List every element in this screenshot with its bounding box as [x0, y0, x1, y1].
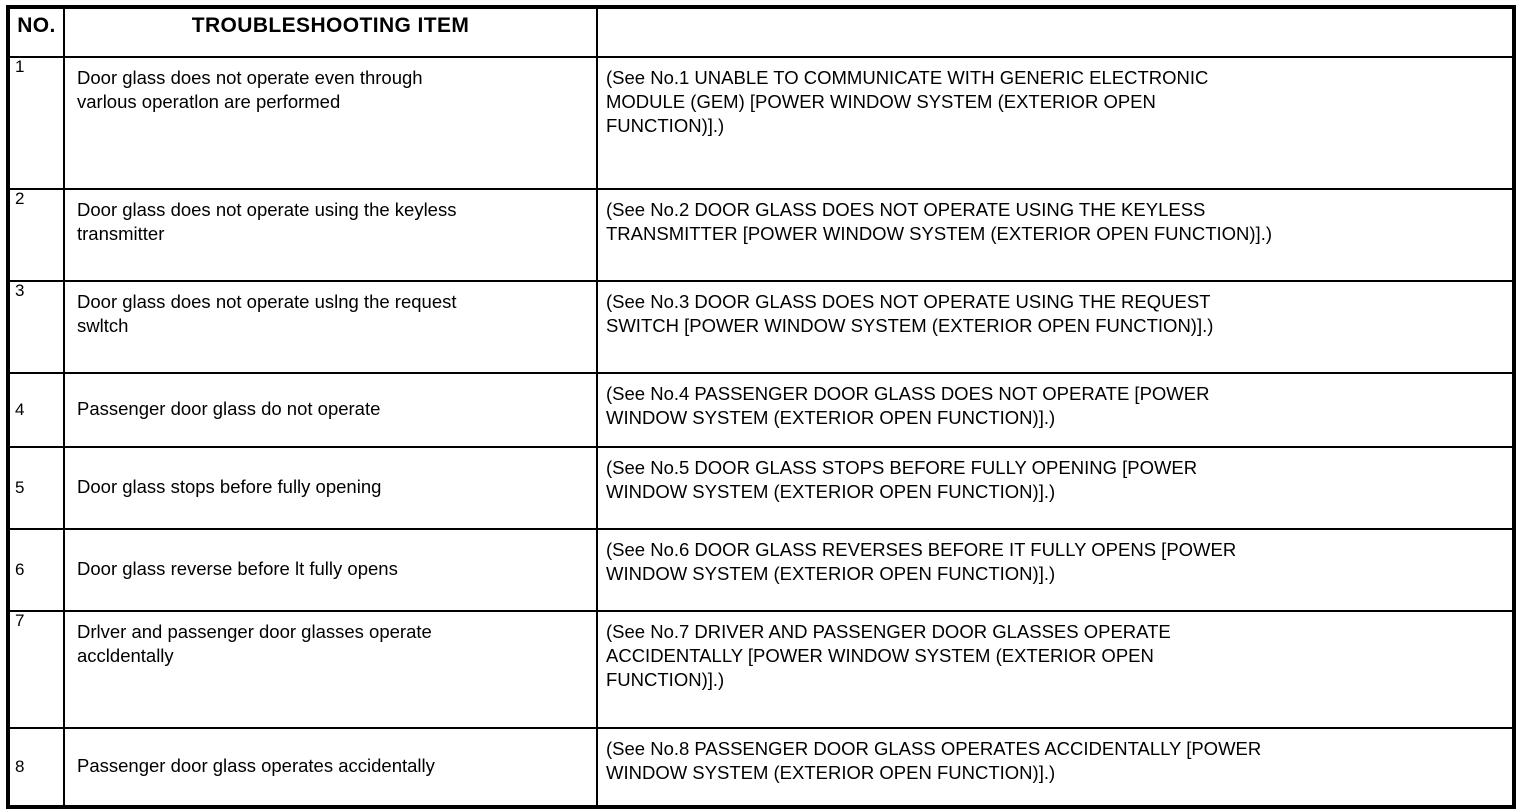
troubleshooting-item-text: Door glass does not operate uslng the re…: [63, 280, 598, 374]
reference-link-text[interactable]: (See No.7 DRIVER AND PASSENGER DOOR GLAS…: [596, 610, 1515, 729]
reference-link-text[interactable]: (See No.8 PASSENGER DOOR GLASS OPERATES …: [596, 727, 1515, 808]
troubleshooting-item-text: Door glass does not operate even through…: [63, 56, 598, 190]
table-row: 2 Door glass does not operate using the k…: [7, 188, 1515, 282]
table-header: NO. TROUBLESHOOTING ITEM: [7, 6, 1515, 58]
row-number: 4: [7, 372, 65, 448]
reference-text-line: (See No.6 DOOR GLASS REVERSES BEFORE IT …: [606, 539, 1237, 560]
reference-text-line: (See No.2 DOOR GLASS DOES NOT OPERATE US…: [606, 199, 1206, 220]
column-header-no: NO.: [7, 6, 65, 58]
column-header-troubleshooting-item: TROUBLESHOOTING ITEM: [63, 6, 598, 58]
reference-text-line: WINDOW SYSTEM (EXTERIOR OPEN FUNCTION)].…: [606, 563, 1056, 585]
reference-text-line: (See No.4 PASSENGER DOOR GLASS DOES NOT …: [606, 383, 1210, 404]
row-number: 6: [7, 528, 65, 612]
reference-text-line: FUNCTION)].): [606, 115, 725, 137]
troubleshooting-item-text: Door glass reverse before lt fully opens: [63, 528, 598, 612]
troubleshooting-item-text: Drlver and passenger door glasses operat…: [63, 610, 598, 729]
reference-link-text[interactable]: (See No.6 DOOR GLASS REVERSES BEFORE IT …: [596, 528, 1515, 612]
troubleshooting-item-text: Door glass does not operate using the ke…: [63, 188, 598, 282]
table-row: 8 Passenger door glass operates accidenta…: [7, 727, 1515, 808]
reference-text-line: WINDOW SYSTEM (EXTERIOR OPEN FUNCTION)].…: [606, 762, 1056, 784]
item-text-line: Passenger door glass do not operate: [77, 397, 381, 419]
row-number: 2: [7, 188, 65, 282]
column-header-reference: [596, 6, 1515, 58]
row-number: 1: [7, 56, 65, 190]
reference-text-line: (See No.3 DOOR GLASS DOES NOT OPERATE US…: [606, 291, 1211, 312]
troubleshooting-item-text: Passenger door glass operates accidental…: [63, 727, 598, 808]
reference-text-line: (See No.8 PASSENGER DOOR GLASS OPERATES …: [606, 738, 1262, 759]
table-header-row: NO. TROUBLESHOOTING ITEM: [7, 6, 1515, 58]
reference-text-line: (See No.7 DRIVER AND PASSENGER DOOR GLAS…: [606, 621, 1171, 642]
item-text-line: swltch: [77, 315, 129, 337]
reference-text-line: (See No.5 DOOR GLASS STOPS BEFORE FULLY …: [606, 457, 1198, 478]
item-text-line: Door glass does not operate using the ke…: [77, 199, 457, 220]
reference-link-text[interactable]: (See No.1 UNABLE TO COMMUNICATE WITH GEN…: [596, 56, 1515, 190]
item-text-line: Door glass stops before fully opening: [77, 475, 382, 497]
row-number: 5: [7, 446, 65, 530]
reference-link-text[interactable]: (See No.2 DOOR GLASS DOES NOT OPERATE US…: [596, 188, 1515, 282]
troubleshooting-item-text: Door glass stops before fully opening: [63, 446, 598, 530]
table-row: 5 Door glass stops before fully opening (S…: [7, 446, 1515, 530]
table-row: 7 Drlver and passenger door glasses opera…: [7, 610, 1515, 729]
item-text-line: Passenger door glass operates accidental…: [77, 754, 435, 776]
item-text-line: accldentally: [77, 645, 174, 667]
row-number: 7: [7, 610, 65, 729]
item-text-line: Door glass does not operate uslng the re…: [77, 291, 457, 312]
item-text-line: transmitter: [77, 223, 165, 245]
reference-text-line: WINDOW SYSTEM (EXTERIOR OPEN FUNCTION)].…: [606, 481, 1056, 503]
reference-text-line: ACCIDENTALLY [POWER WINDOW SYSTEM (EXTER…: [606, 645, 1154, 667]
reference-link-text[interactable]: (See No.3 DOOR GLASS DOES NOT OPERATE US…: [596, 280, 1515, 374]
item-text-line: Door glass does not operate even through: [77, 67, 423, 88]
reference-text-line: WINDOW SYSTEM (EXTERIOR OPEN FUNCTION)].…: [606, 407, 1056, 429]
table-row: 4 Passenger door glass do not operate (See…: [7, 372, 1515, 448]
reference-text-line: (See No.1 UNABLE TO COMMUNICATE WITH GEN…: [606, 67, 1209, 88]
item-text-line: Door glass reverse before lt fully opens: [77, 557, 398, 579]
item-text-line: varlous operatlon are performed: [77, 91, 341, 113]
table-row: 3 Door glass does not operate uslng the r…: [7, 280, 1515, 374]
row-number: 8: [7, 727, 65, 808]
reference-text-line: SWITCH [POWER WINDOW SYSTEM (EXTERIOR OP…: [606, 315, 1214, 337]
troubleshooting-item-text: Passenger door glass do not operate: [63, 372, 598, 448]
table-row: 6 Door glass reverse before lt fully open…: [7, 528, 1515, 612]
reference-text-line: MODULE (GEM) [POWER WINDOW SYSTEM (EXTER…: [606, 91, 1156, 113]
reference-text-line: TRANSMITTER [POWER WINDOW SYSTEM (EXTERI…: [606, 223, 1272, 245]
row-number: 3: [7, 280, 65, 374]
reference-link-text[interactable]: (See No.4 PASSENGER DOOR GLASS DOES NOT …: [596, 372, 1515, 448]
item-text-line: Drlver and passenger door glasses operat…: [77, 621, 432, 642]
reference-link-text[interactable]: (See No.5 DOOR GLASS STOPS BEFORE FULLY …: [596, 446, 1515, 530]
reference-text-line: FUNCTION)].): [606, 669, 725, 691]
